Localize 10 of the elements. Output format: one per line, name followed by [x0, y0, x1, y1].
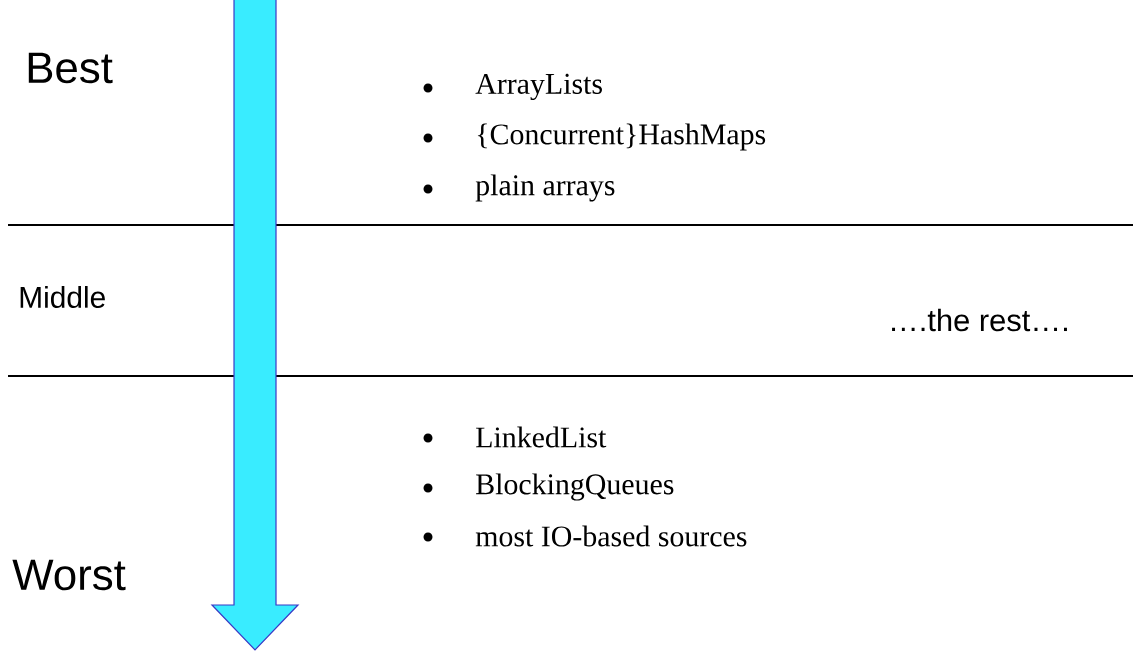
level-label: Middle — [20, 286, 105, 308]
list-item: {Concurrent}HashMaps — [477, 123, 766, 151]
list-item: most IO-based sources — [475, 525, 747, 547]
note-text: ….the rest…. — [892, 308, 1067, 332]
list-item: BlockingQueues — [476, 473, 674, 501]
list-item: plain arrays — [475, 174, 615, 202]
list-item: LinkedList — [476, 426, 607, 448]
level-label: Worst — [12, 559, 126, 591]
level-label: Best — [28, 52, 113, 84]
list-item: ArrayLists — [475, 73, 602, 101]
